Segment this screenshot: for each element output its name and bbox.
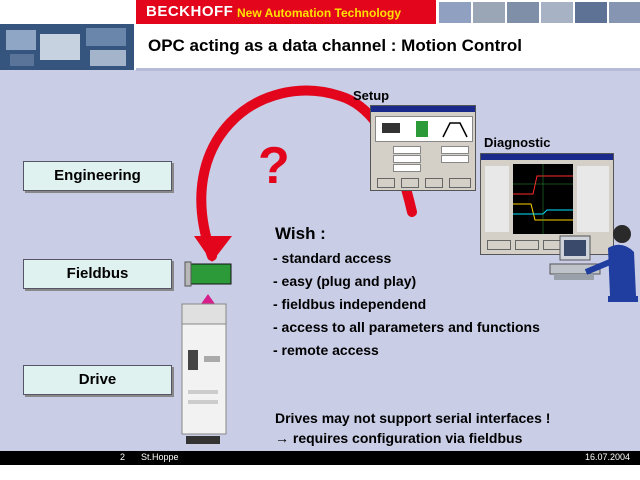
arrow-head — [194, 236, 232, 262]
thumbnail-image — [472, 1, 506, 24]
setup-button[interactable] — [377, 178, 395, 188]
setup-field[interactable] — [393, 155, 421, 163]
footer-strip — [0, 465, 640, 480]
thumbnail-image — [608, 1, 640, 24]
fieldbus-card-icon — [184, 261, 232, 287]
diagnostic-button[interactable] — [487, 240, 511, 250]
profile-icon — [442, 122, 468, 138]
operator-at-computer-illustration — [549, 225, 638, 302]
servo-drive-icon — [181, 303, 227, 444]
page-title: OPC acting as a data channel : Motion Co… — [148, 36, 523, 55]
diagnostic-window — [480, 153, 614, 255]
wish-title: Wish : — [275, 224, 326, 243]
header-thumbnails — [436, 0, 640, 24]
module-icon — [416, 121, 428, 137]
note-line-2: → requires configuration via fieldbus — [275, 430, 523, 446]
motor-icon — [382, 123, 400, 133]
thumbnail-image — [438, 1, 472, 24]
hero-image — [0, 24, 134, 70]
setup-button[interactable] — [401, 178, 419, 188]
engineering-label: Engineering — [23, 161, 172, 191]
wish-item: - easy (plug and play) — [273, 273, 417, 289]
diagnostic-label: Diagnostic — [484, 135, 551, 150]
footer-bar — [0, 451, 640, 465]
window-titlebar — [481, 154, 613, 160]
setup-label: Setup — [353, 88, 390, 103]
page-number: 2 — [120, 452, 126, 462]
diagnostic-button[interactable] — [515, 240, 539, 250]
brand-tagline: New Automation Technology — [237, 6, 401, 20]
link-arrow-up — [201, 294, 215, 304]
oscilloscope-traces — [513, 164, 573, 234]
setup-button[interactable] — [425, 178, 443, 188]
window-titlebar — [371, 106, 475, 112]
note-line-1: Drives may not support serial interfaces… — [275, 410, 551, 426]
setup-button[interactable] — [449, 178, 471, 188]
question-mark: ? — [258, 137, 290, 195]
drive-label: Drive — [23, 365, 172, 395]
setup-window — [370, 105, 476, 191]
author-name: St.Hoppe — [141, 452, 179, 462]
wish-item: - fieldbus independend — [273, 296, 427, 312]
wish-item: - standard access — [273, 250, 392, 266]
setup-preview-panel — [375, 116, 473, 142]
oscilloscope-plot — [513, 164, 573, 234]
brand-logo: BECKHOFF — [146, 3, 234, 20]
thumbnail-image — [574, 1, 608, 24]
channel-list[interactable] — [485, 166, 509, 232]
setup-field[interactable] — [441, 155, 469, 163]
thumbnail-image — [506, 1, 540, 24]
setup-field[interactable] — [393, 164, 421, 172]
wish-item: - remote access — [273, 342, 379, 358]
value-panel[interactable] — [577, 166, 609, 232]
wish-item: - access to all parameters and functions — [273, 319, 540, 335]
brand-banner — [136, 0, 436, 24]
thumbnail-image — [540, 1, 574, 24]
footer-date: 16.07.2004 — [585, 452, 631, 462]
fieldbus-label: Fieldbus — [23, 259, 172, 289]
setup-field[interactable] — [441, 146, 469, 154]
setup-field[interactable] — [393, 146, 421, 154]
title-divider — [136, 68, 640, 71]
